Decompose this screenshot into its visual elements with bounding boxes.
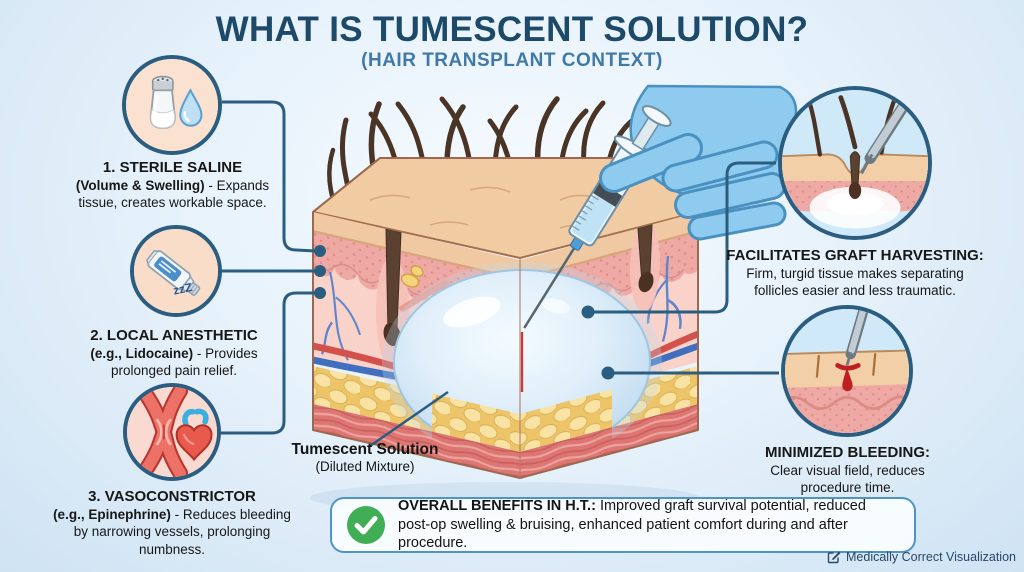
ingredient-3-title: 3. VASOCONSTRICTOR [88, 488, 256, 505]
gloved-hand [599, 133, 787, 241]
ingredient-3-qualifier: (e.g., Epinephrine) [53, 507, 171, 523]
graft-harvesting-illustration [782, 90, 928, 236]
ingredient-2-title: 2. LOCAL ANESTHETIC [90, 327, 258, 344]
heart-icon [175, 408, 213, 462]
page-subtitle: (HAIR TRANSPLANT CONTEXT) [361, 50, 663, 71]
ingredient-2-qualifier: (e.g., Lidocaine) [90, 346, 194, 362]
fat-front-left [432, 393, 520, 478]
connector-dots [314, 245, 615, 380]
connector-lines [218, 100, 779, 448]
graft-harvesting-label: FACILITATES GRAFT HARVESTING: Firm, turg… [726, 246, 984, 300]
ingredient-1-title: 1. STERILE SALINE [102, 159, 243, 176]
minimized-bleeding-label: MINIMIZED BLEEDING: Clear visual field, … [740, 443, 955, 497]
banner-bold-lead: OVERALL BENEFITS IN H.T.: [398, 497, 596, 514]
numbing-cream-tube-icon: zzZ [134, 229, 218, 313]
center-label-title: Tumescent Solution [291, 441, 439, 458]
snore-zzz-label: zzZ [172, 280, 194, 298]
edit-icon [827, 551, 841, 564]
center-label-subtitle: (Diluted Mixture) [315, 459, 415, 474]
ingredient-1-description: - Expands tissue, creates workable space… [78, 178, 270, 211]
fat-front-right [520, 389, 612, 478]
tumescent-solution-label: Tumescent Solution (Diluted Mixture) [275, 441, 455, 474]
benefit-2-description: Clear visual field, reduces procedure ti… [770, 463, 925, 496]
constricted-vessel-and-heart-icon [127, 387, 217, 477]
banner-body: Improved graft survival potential, reduc… [398, 497, 866, 552]
local-anesthetic-label: 2. LOCAL ANESTHETIC (e.g., Lidocaine) - … [60, 326, 288, 380]
vasoconstrictor-label: 3. VASOCONSTRICTOR (e.g., Epinephrine) -… [48, 487, 296, 558]
plunger-cap [641, 105, 672, 127]
needle-tool [845, 309, 870, 366]
sterile-saline-circle [122, 55, 222, 155]
punch-tool [860, 91, 915, 175]
check-icon [347, 506, 385, 544]
local-anesthetic-circle: zzZ [130, 225, 222, 317]
sterile-saline-label: 1. STERILE SALINE (Volume & Swelling) - … [60, 158, 285, 212]
overall-benefits-banner: OVERALL BENEFITS IN H.T.: Improved graft… [330, 497, 916, 553]
ingredient-1-qualifier: (Volume & Swelling) [75, 178, 205, 194]
benefit-2-title: MINIMIZED BLEEDING: [765, 444, 930, 461]
watermark-text: Medically Correct Visualization [846, 550, 1016, 564]
needle [523, 244, 578, 329]
ingredient-2-description: - Provides prolonged pain relief. [110, 346, 258, 379]
page-title: WHAT IS TUMESCENT SOLUTION? [215, 10, 809, 49]
block-outline [312, 157, 699, 479]
bleeding-point [835, 363, 861, 392]
minimized-bleeding-circle [781, 305, 913, 437]
graft-harvesting-circle [778, 86, 932, 240]
benefit-1-description: Firm, turgid tissue makes separating fol… [746, 266, 964, 299]
benefit-1-title: FACILITATES GRAFT HARVESTING: [726, 247, 984, 264]
salt-shaker-and-droplet-icon [126, 59, 218, 151]
ingredient-3-description: - Reduces bleeding by narrowing vessels,… [73, 507, 291, 557]
overall-benefits-text: OVERALL BENEFITS IN H.T.: Improved graft… [398, 497, 900, 554]
watermark: Medically Correct Visualization [827, 550, 1016, 564]
minimized-bleeding-illustration [785, 309, 909, 433]
vasoconstrictor-circle [123, 383, 221, 481]
